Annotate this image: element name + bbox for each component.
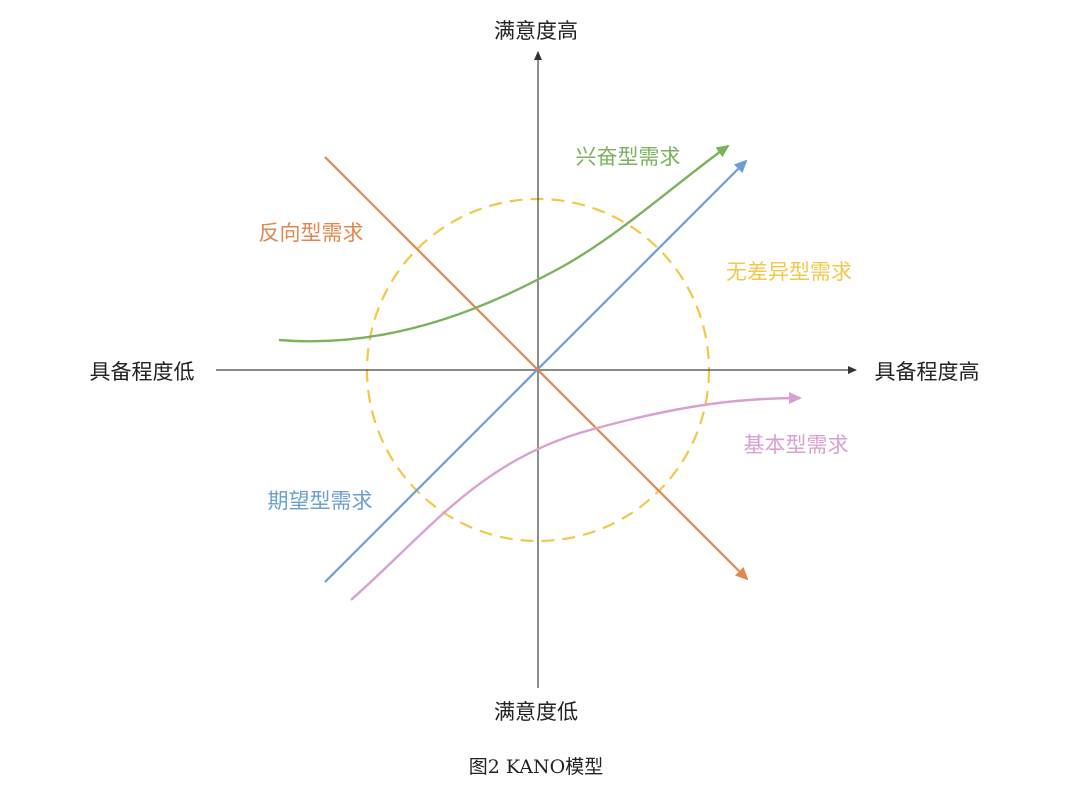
x-axis-left-label: 具备程度低 bbox=[90, 360, 195, 384]
y-axis-bottom-label: 满意度低 bbox=[494, 700, 578, 724]
expected-need-line bbox=[324, 159, 748, 583]
indifferent-need-label: 无差异型需求 bbox=[726, 260, 852, 284]
x-axis-right-label: 具备程度高 bbox=[875, 360, 980, 384]
reverse-need-label: 反向型需求 bbox=[259, 221, 364, 245]
y-axis-top-label: 满意度高 bbox=[494, 19, 578, 43]
figure-caption: 图2 KANO模型 bbox=[469, 756, 603, 778]
reverse-need-line bbox=[324, 156, 749, 581]
basic-need-curve bbox=[350, 392, 802, 601]
excitement-need-curve bbox=[278, 144, 730, 343]
basic-need-label: 基本型需求 bbox=[744, 433, 849, 457]
excitement-need-label: 兴奋型需求 bbox=[576, 145, 681, 169]
expected-need-label: 期望型需求 bbox=[268, 489, 373, 513]
